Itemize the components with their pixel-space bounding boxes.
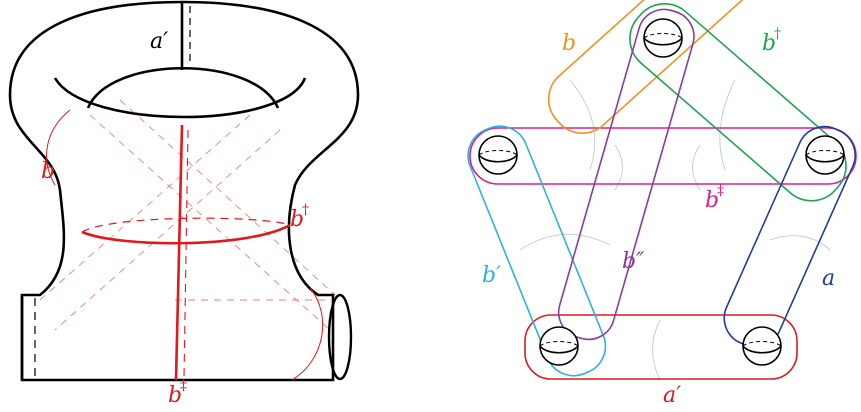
label-b-ddagger-left-mark: ‡	[180, 378, 187, 394]
loop-b-dagger	[629, 3, 847, 202]
sphere-node-bottom-left	[539, 326, 579, 366]
b-curve-left	[46, 109, 71, 186]
label-a: a	[822, 266, 835, 291]
b-ddagger-curve-back	[183, 129, 189, 379]
hole-lower-arc	[53, 77, 307, 119]
b-ddagger-curve-front	[174, 124, 184, 381]
sphere-node-bottom-right	[742, 326, 782, 366]
label-b-dagger-left: b	[290, 207, 304, 232]
loop-b-ddagger	[469, 127, 857, 185]
label-a-prime-left: a′	[150, 29, 168, 54]
sphere-node-top	[643, 18, 683, 58]
label-b-ddagger-left: b	[168, 383, 182, 408]
faint-red-diagonals	[39, 99, 336, 331]
label-a-prime-right: a′	[663, 383, 681, 408]
label-b-prime: b′	[482, 263, 501, 288]
sphere-node-left	[478, 135, 518, 175]
label-b-dagger-left-mark: †	[302, 202, 309, 218]
sphere-node-right	[805, 135, 845, 175]
label-b-right: b	[562, 31, 576, 56]
loop-b	[547, 0, 769, 134]
hole-upper-arc	[86, 67, 280, 109]
faint-background-arcs	[519, 79, 831, 381]
loop-a-prime	[524, 314, 798, 380]
label-b-dagger-right: b	[762, 31, 776, 56]
loop-b-prime	[467, 125, 607, 377]
surface-outline	[8, 0, 360, 382]
label-b-double-prime: b″	[622, 249, 645, 274]
right-graph-figure: b b † b ‡ b′ b″ a a′	[467, 0, 857, 408]
label-b-dagger-right-mark: †	[774, 26, 781, 42]
right-tube-end	[327, 293, 353, 381]
left-surface-figure: a′ b b † b ‡	[8, 0, 360, 408]
loop-a	[723, 125, 856, 348]
label-b-ddagger-right: b	[705, 188, 719, 213]
b-dagger-curve-front	[81, 223, 291, 245]
label-b-left: b	[41, 159, 55, 184]
label-b-ddagger-right-mark: ‡	[717, 183, 724, 199]
b-dagger-curve-back	[81, 217, 291, 233]
loop-b-double-prime	[557, 8, 695, 341]
b-curve-right	[291, 287, 324, 381]
